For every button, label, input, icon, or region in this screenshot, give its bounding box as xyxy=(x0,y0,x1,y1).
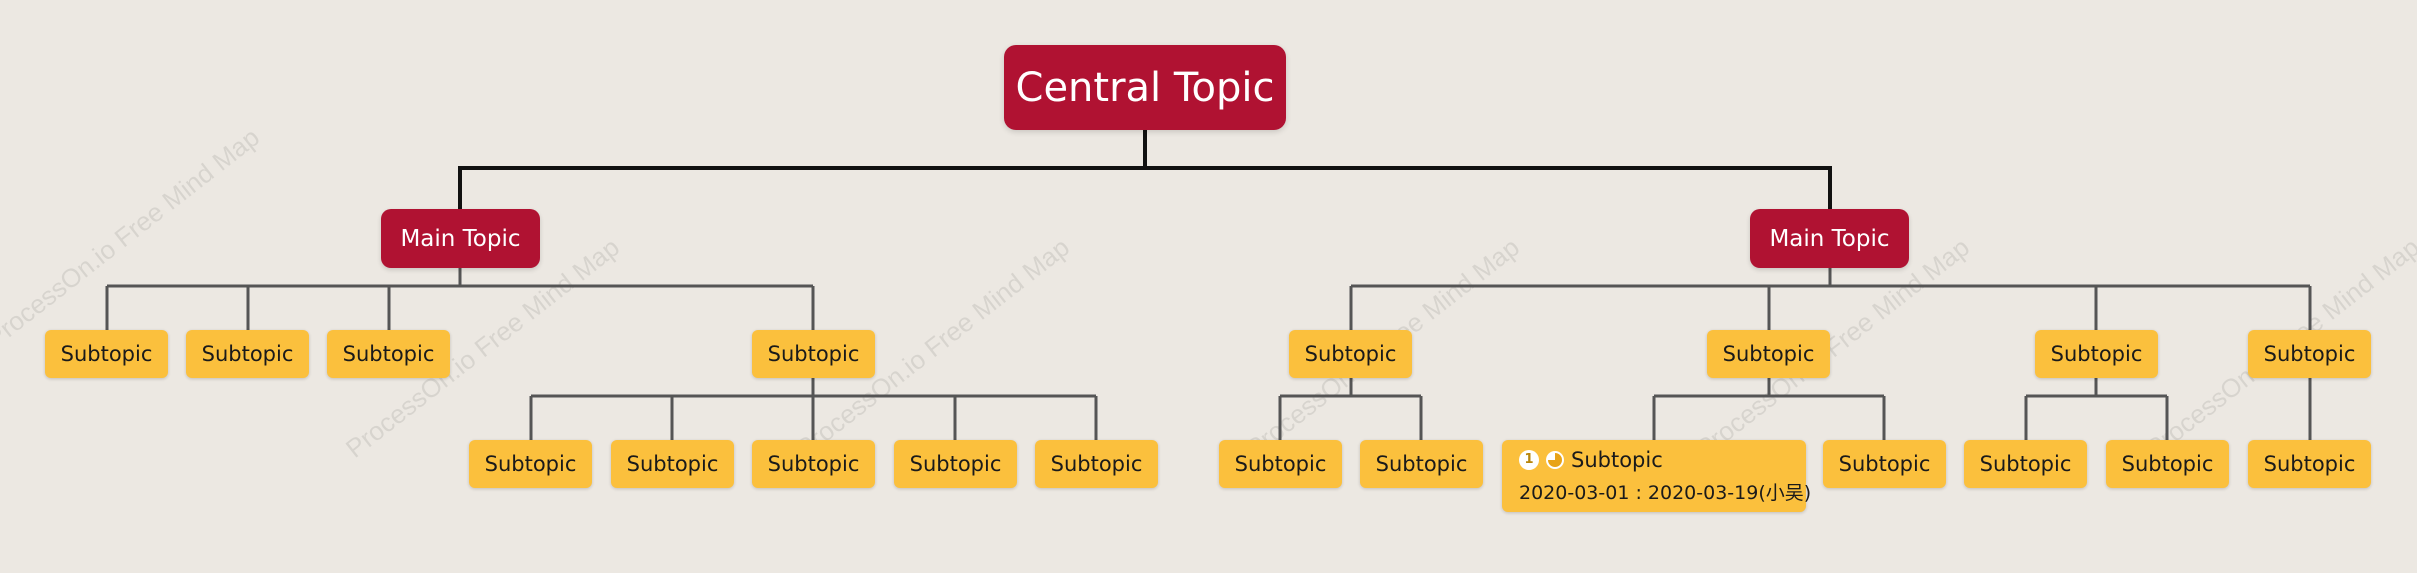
subtopic[interactable]: Subtopic xyxy=(186,330,309,378)
connector-subB-children xyxy=(1652,378,1886,440)
subtopic[interactable]: Subtopic xyxy=(752,440,875,488)
subtopic[interactable]: Subtopic xyxy=(327,330,450,378)
subtopic-label: Subtopic xyxy=(1979,452,2072,476)
subtopic-label: Subtopic xyxy=(342,342,435,366)
subtopic-label: Subtopic xyxy=(1722,342,1815,366)
subtopic[interactable]: Subtopic xyxy=(752,330,875,378)
subtopic-label: Subtopic xyxy=(1304,342,1397,366)
subtopic[interactable]: Subtopic xyxy=(611,440,734,488)
task-header: 1 Subtopic xyxy=(1519,448,1663,472)
subtopic[interactable]: Subtopic xyxy=(1707,330,1830,378)
subtopic[interactable]: Subtopic xyxy=(2106,440,2229,488)
main-topic-left[interactable]: Main Topic xyxy=(381,209,540,268)
subtopic-label: Subtopic xyxy=(909,452,1002,476)
subtopic-label: Subtopic xyxy=(1234,452,1327,476)
subtopic[interactable]: Subtopic xyxy=(469,440,592,488)
connector-main1-subs xyxy=(105,268,815,330)
subtopic[interactable]: Subtopic xyxy=(1035,440,1158,488)
subtopic[interactable]: Subtopic xyxy=(1289,330,1412,378)
subtopic[interactable]: Subtopic xyxy=(2035,330,2158,378)
subtopic-label: Subtopic xyxy=(2263,342,2356,366)
connector-main2-subs xyxy=(1349,268,2312,330)
task-dates: 2020-03-01 : 2020-03-19(小吴) xyxy=(1519,481,1812,504)
subtopic[interactable]: Subtopic xyxy=(1964,440,2087,488)
subtopic[interactable]: Subtopic xyxy=(1219,440,1342,488)
subtopic-with-task[interactable]: 1 Subtopic 2020-03-01 : 2020-03-19(小吴) xyxy=(1502,440,1811,512)
subtopic-label: Subtopic xyxy=(2263,452,2356,476)
subtopic[interactable]: Subtopic xyxy=(1823,440,1946,488)
subtopic-label: Subtopic xyxy=(767,342,860,366)
central-topic-label: Central Topic xyxy=(1015,64,1275,111)
subtopic[interactable]: Subtopic xyxy=(1360,440,1483,488)
subtopic[interactable]: Subtopic xyxy=(45,330,168,378)
connector-sub4-children xyxy=(529,378,1098,440)
subtopic-label: Subtopic xyxy=(484,452,577,476)
subtopic-label: Subtopic xyxy=(1571,447,1663,472)
connector-subA-children xyxy=(1278,378,1423,440)
subtopic-label: Subtopic xyxy=(2050,342,2143,366)
main-topic-label: Main Topic xyxy=(400,225,521,252)
subtopic-label: Subtopic xyxy=(2121,452,2214,476)
priority-badge-icon: 1 xyxy=(1519,449,1539,470)
central-topic[interactable]: Central Topic xyxy=(1004,45,1286,130)
subtopic-label: Subtopic xyxy=(767,452,860,476)
connector-central-main xyxy=(458,130,1832,210)
subtopic[interactable]: Subtopic xyxy=(894,440,1017,488)
progress-pie-slice xyxy=(1548,452,1562,467)
subtopic-label: Subtopic xyxy=(60,342,153,366)
main-topic-right[interactable]: Main Topic xyxy=(1750,209,1909,268)
subtopic-label: Subtopic xyxy=(626,452,719,476)
subtopic-label: Subtopic xyxy=(201,342,294,366)
main-topic-label: Main Topic xyxy=(1769,225,1890,252)
progress-pie-icon xyxy=(1546,450,1564,469)
connector-subC-children xyxy=(2024,378,2169,440)
subtopic-label: Subtopic xyxy=(1050,452,1143,476)
subtopic-label: Subtopic xyxy=(1375,452,1468,476)
subtopic-label: Subtopic xyxy=(1838,452,1931,476)
subtopic[interactable]: Subtopic xyxy=(2248,440,2371,488)
subtopic[interactable]: Subtopic xyxy=(2248,330,2371,378)
